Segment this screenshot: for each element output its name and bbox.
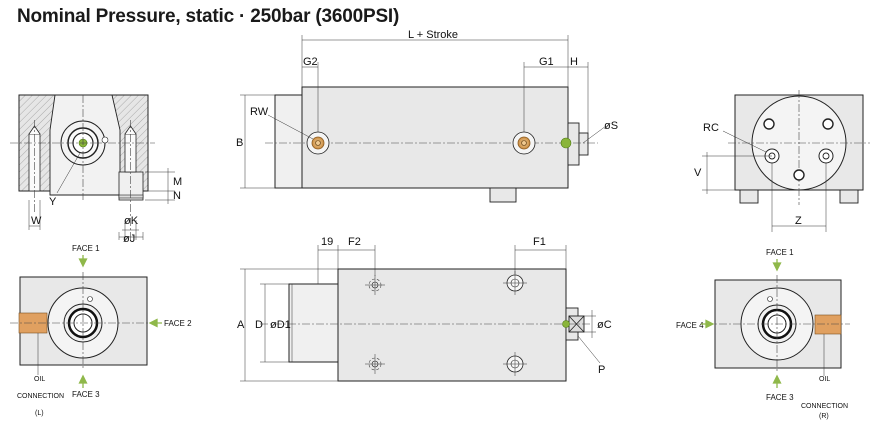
label-g2: G2	[303, 56, 318, 68]
end-view-oil-left	[10, 272, 158, 375]
label-n: N	[173, 190, 181, 202]
label-connection-right: CONNECTION	[801, 403, 848, 410]
label-face2-left: FACE 2	[164, 319, 192, 328]
face-arrow-icon	[78, 255, 88, 268]
brass-port-icon	[311, 136, 325, 150]
label-c: øC	[597, 319, 612, 331]
label-w: W	[31, 215, 42, 227]
label-g1: G1	[539, 56, 554, 68]
label-rc: RC	[703, 122, 719, 134]
face-arrow-icon	[772, 259, 782, 272]
page-title: Nominal Pressure, static · 250bar (3600P…	[17, 6, 400, 27]
label-d1: øD1	[270, 319, 291, 331]
label-f1: F1	[533, 236, 546, 248]
face-arrow-icon	[78, 374, 88, 388]
label-face3-right: FACE 3	[766, 393, 794, 402]
label-h: H	[570, 56, 578, 68]
label-s: øS	[604, 120, 618, 132]
label-p: P	[598, 364, 605, 376]
label-y: Y	[49, 196, 57, 208]
label-oil-right: OIL	[819, 376, 830, 383]
end-view-oil-right	[705, 275, 850, 376]
face-arrow-icon	[772, 374, 782, 388]
label-m: M	[173, 176, 182, 188]
face-arrow-icon	[148, 318, 162, 328]
label-oil-left: OIL	[34, 376, 45, 383]
label-connection-left: CONNECTION	[17, 393, 64, 400]
label-k: øK	[124, 215, 139, 227]
label-face1-right: FACE 1	[766, 248, 794, 257]
label-face3-left: FACE 3	[72, 390, 100, 399]
brass-port-icon	[517, 136, 531, 150]
top-view	[240, 245, 601, 382]
label-oil-l: (L)	[35, 410, 44, 417]
label-d: D	[255, 319, 263, 331]
label-l-stroke: L + Stroke	[408, 29, 458, 41]
label-f2: F2	[348, 236, 361, 248]
label-face1-left: FACE 1	[72, 244, 100, 253]
label-oil-r: (R)	[819, 413, 829, 420]
face-arrow-icon	[701, 319, 715, 329]
green-marker-icon	[560, 137, 572, 149]
section-end-view	[10, 94, 175, 240]
green-marker-icon	[562, 320, 570, 328]
label-face4-right: FACE 4	[676, 321, 704, 330]
brass-port-icon	[18, 312, 48, 334]
label-z: Z	[795, 215, 802, 227]
end-view-right	[702, 90, 870, 232]
side-view	[240, 35, 607, 203]
label-a: A	[237, 319, 245, 331]
brass-port-icon	[814, 314, 842, 335]
label-19: 19	[321, 236, 333, 248]
label-v: V	[694, 167, 702, 179]
label-j: øJ	[123, 233, 135, 245]
label-b: B	[236, 137, 243, 149]
label-rw: RW	[250, 106, 269, 118]
